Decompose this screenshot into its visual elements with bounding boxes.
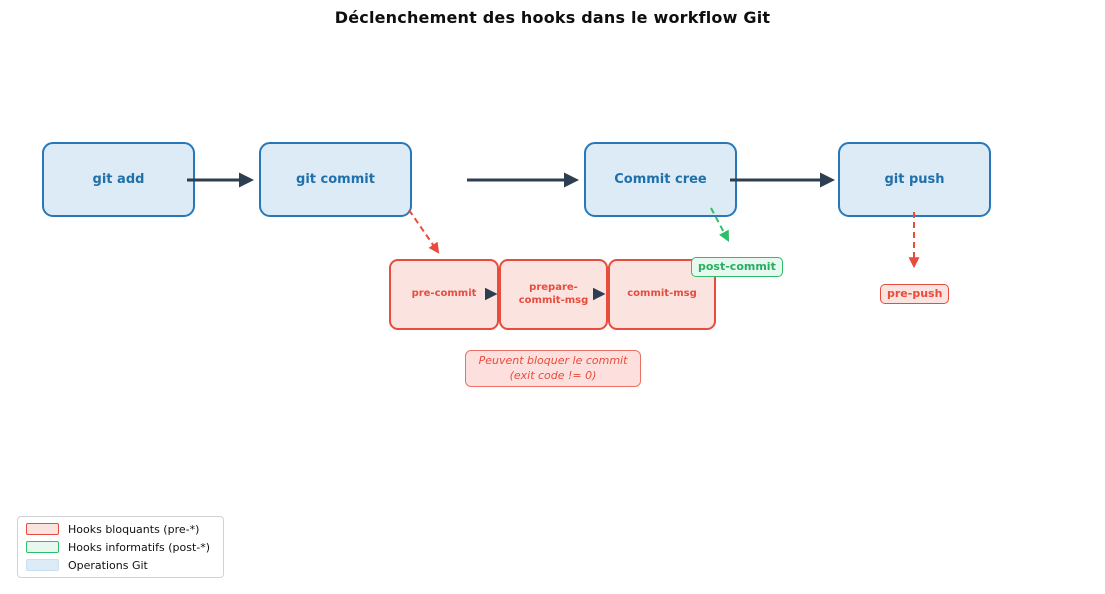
hook-box-pre-commit: pre-commit <box>389 259 499 330</box>
annotation-line1: Peuvent bloquer le commit <box>478 354 628 368</box>
flow-node-git-add: git add <box>42 142 195 217</box>
legend-swatch-blocking <box>26 523 59 535</box>
legend-item-gitops: Operations Git <box>26 556 215 574</box>
flow-node-label: git commit <box>296 172 375 187</box>
flow-node-label: git add <box>92 172 145 187</box>
page-title: Déclenchement des hooks dans le workflow… <box>334 8 771 27</box>
post-commit-badge: post-commit <box>691 257 783 277</box>
hook-box-prepare-commit-msg: prepare-commit-msg <box>499 259 608 330</box>
annotation-note: Peuvent bloquer le commit (exit code != … <box>465 350 641 387</box>
dashed-arrow-git-commit-to-pre-commit <box>408 209 440 254</box>
pre-push-badge: pre-push <box>880 284 950 304</box>
flow-node-git-commit: git commit <box>259 142 412 217</box>
legend-swatch-informative <box>26 541 59 553</box>
legend-label: Hooks informatifs (post-*) <box>68 540 211 554</box>
legend-item-blocking: Hooks bloquants (pre-*) <box>26 520 215 538</box>
flow-node-commit-cree: Commit cree <box>584 142 737 217</box>
flow-node-label: Commit cree <box>614 172 707 187</box>
hook-label: prepare-commit-msg <box>518 282 589 306</box>
legend-label: Hooks bloquants (pre-*) <box>68 522 200 536</box>
legend-item-informative: Hooks informatifs (post-*) <box>26 538 215 556</box>
hook-label: commit-msg <box>627 288 697 300</box>
legend-label: Operations Git <box>68 558 148 572</box>
hook-label: pre-commit <box>411 288 477 300</box>
flow-node-label: git push <box>884 172 945 187</box>
annotation-line2: (exit code != 0) <box>509 368 597 382</box>
legend: Hooks bloquants (pre-*) Hooks informatif… <box>17 516 224 578</box>
flow-node-git-push: git push <box>838 142 991 217</box>
legend-swatch-gitops <box>26 559 59 571</box>
